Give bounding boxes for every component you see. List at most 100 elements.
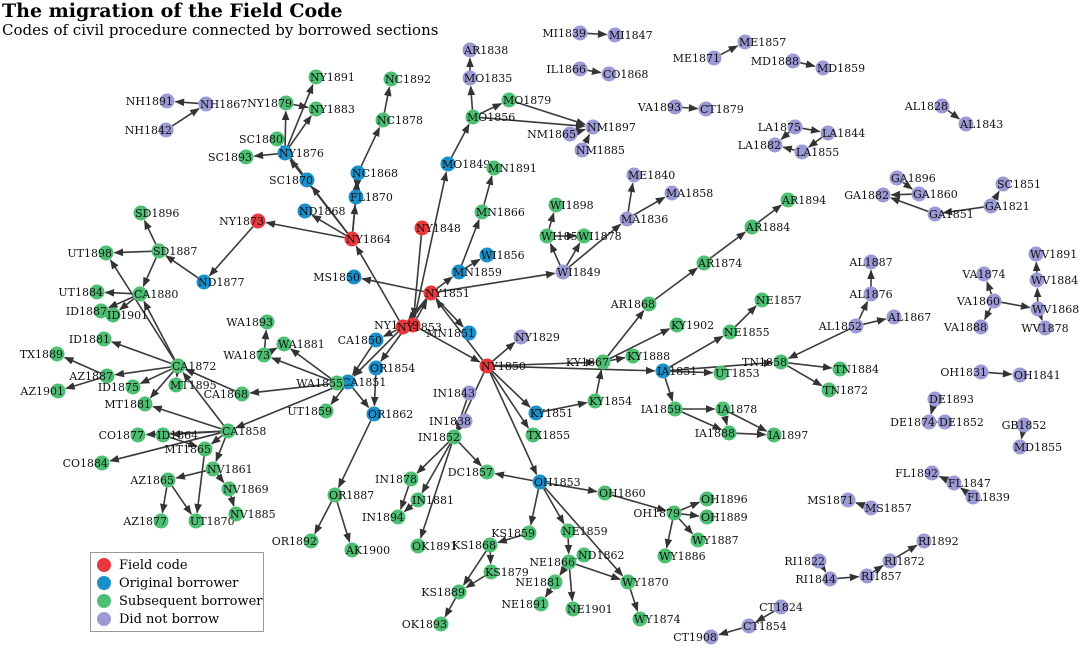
node-label: VA1893 <box>637 101 681 114</box>
node-label: ID1875 <box>98 381 139 394</box>
node-dot <box>220 423 236 439</box>
node-dot <box>780 192 796 208</box>
node-mt1881: MT1881 <box>104 396 153 412</box>
node-or1892: OR1892 <box>272 533 319 549</box>
node-ri1892: RI1892 <box>916 533 959 549</box>
node-label: KY1888 <box>627 350 670 363</box>
edge-fl1839-fl1847 <box>960 487 971 497</box>
node-label: ME1871 <box>673 52 720 65</box>
node-ok1893: OK1893 <box>402 616 449 632</box>
node-nc1892: NC1892 <box>383 71 431 87</box>
node-label: TN1858 <box>742 356 787 369</box>
edge-oh1879-wy1887 <box>678 518 694 535</box>
edge-ct1824-ct1854 <box>755 610 776 623</box>
edge-wa1873-wa1881 <box>267 347 278 356</box>
node-ca1850: CA1850 <box>338 332 384 348</box>
node-dot <box>461 325 477 341</box>
node-label: OH1831 <box>940 366 987 379</box>
node-dot <box>976 266 992 282</box>
node-ct1824: CT1824 <box>759 599 803 615</box>
edge-ne1881-ne1891 <box>544 587 554 598</box>
edge-nc1868-fl1870 <box>353 179 362 190</box>
node-dot <box>927 391 943 407</box>
node-az1887: AZ1887 <box>68 368 115 384</box>
node-ga1896: GA1896 <box>889 170 936 186</box>
edge-ar1868-ar1874 <box>654 267 698 301</box>
edge-oh1853-ne1859 <box>543 488 565 525</box>
node-label: AL1828 <box>904 100 948 113</box>
edge-ny1864-nd1868 <box>311 214 347 236</box>
node-mi1839: MI1839 <box>542 25 588 41</box>
edge-me1871-me1857 <box>720 45 739 56</box>
node-label: NY1848 <box>416 222 461 235</box>
legend-label: Field code <box>119 557 188 573</box>
node-dot <box>197 441 213 457</box>
node-nh1891: NH1891 <box>126 93 175 109</box>
edge-ny1849-ny1850 <box>419 327 481 363</box>
legend-swatch-field <box>97 558 111 572</box>
node-dot <box>168 377 184 393</box>
node-va1893: VA1893 <box>637 99 683 115</box>
edge-ny1864-sc1870 <box>311 186 349 234</box>
node-nd1877: ND1877 <box>196 274 244 290</box>
node-label: MI1847 <box>609 29 653 42</box>
edge-ny1849-mo1849 <box>413 171 449 318</box>
node-dot <box>153 513 169 529</box>
node-label: NC1892 <box>385 73 431 86</box>
node-label: ID1881 <box>69 333 110 346</box>
node-dot <box>986 293 1002 309</box>
node-label: DC1857 <box>448 466 493 479</box>
node-me1871: ME1871 <box>673 50 722 66</box>
node-dot <box>741 618 757 634</box>
node-ny1883: NY1883 <box>308 101 355 117</box>
node-dot <box>696 255 712 271</box>
edge-oh1853-dc1857 <box>494 471 533 482</box>
node-label: WY1886 <box>659 550 706 563</box>
edge-az1865-az1877 <box>160 487 168 514</box>
node-label: UT1859 <box>287 405 332 418</box>
node-dot <box>89 284 105 300</box>
node-oh1860: OH1860 <box>597 485 646 501</box>
node-label: CO1877 <box>99 429 144 442</box>
node-wv1884: WV1884 <box>1029 272 1078 288</box>
node-dot <box>482 537 498 553</box>
node-wy1874: WY1874 <box>632 611 681 627</box>
edge-nc1868-nc1878 <box>360 126 381 167</box>
node-dot <box>562 126 578 142</box>
edge-mo1849-mo1856 <box>450 123 470 158</box>
edge-in1878-in1894 <box>399 485 410 510</box>
node-label: OK1893 <box>402 618 447 631</box>
node-dot <box>619 211 635 227</box>
node-id1887: ID1887 <box>66 303 109 319</box>
node-ky1867: KY1867 <box>566 354 611 370</box>
edge-ca1858-ca1872 <box>182 371 225 426</box>
node-dot <box>1029 272 1045 288</box>
node-dot <box>821 382 837 398</box>
node-label: IN1852 <box>418 431 460 444</box>
node-dot <box>669 317 685 333</box>
node-label: NY1853 <box>397 321 442 334</box>
node-dot <box>666 505 682 521</box>
edge-ca1872-mt1881 <box>149 371 174 399</box>
node-dot <box>875 187 891 203</box>
node-dot <box>414 220 430 236</box>
node-label: OH1860 <box>599 487 646 500</box>
node-dot <box>722 324 738 340</box>
node-mt1865: MT1865 <box>164 441 213 457</box>
node-label: WV1891 <box>1030 248 1077 261</box>
edge-mo1856-mo1879 <box>479 102 503 115</box>
edge-ar1884-ar1894 <box>757 204 782 224</box>
node-ri1857: RI1857 <box>859 568 902 584</box>
edge-ky1867-ky1902 <box>609 328 671 360</box>
node-nc1878: NC1878 <box>375 112 423 128</box>
edge-al1828-al1843 <box>947 109 960 120</box>
node-label: GA1851 <box>929 208 974 221</box>
node-dot <box>667 99 683 115</box>
node-dot <box>479 358 495 374</box>
node-nd1862: ND1862 <box>576 547 624 563</box>
node-label: WI1856 <box>481 249 525 262</box>
node-label: FL1839 <box>967 491 1010 504</box>
node-az1877: AZ1877 <box>122 513 169 529</box>
node-dot <box>916 533 932 549</box>
node-label: LA1882 <box>738 139 781 152</box>
